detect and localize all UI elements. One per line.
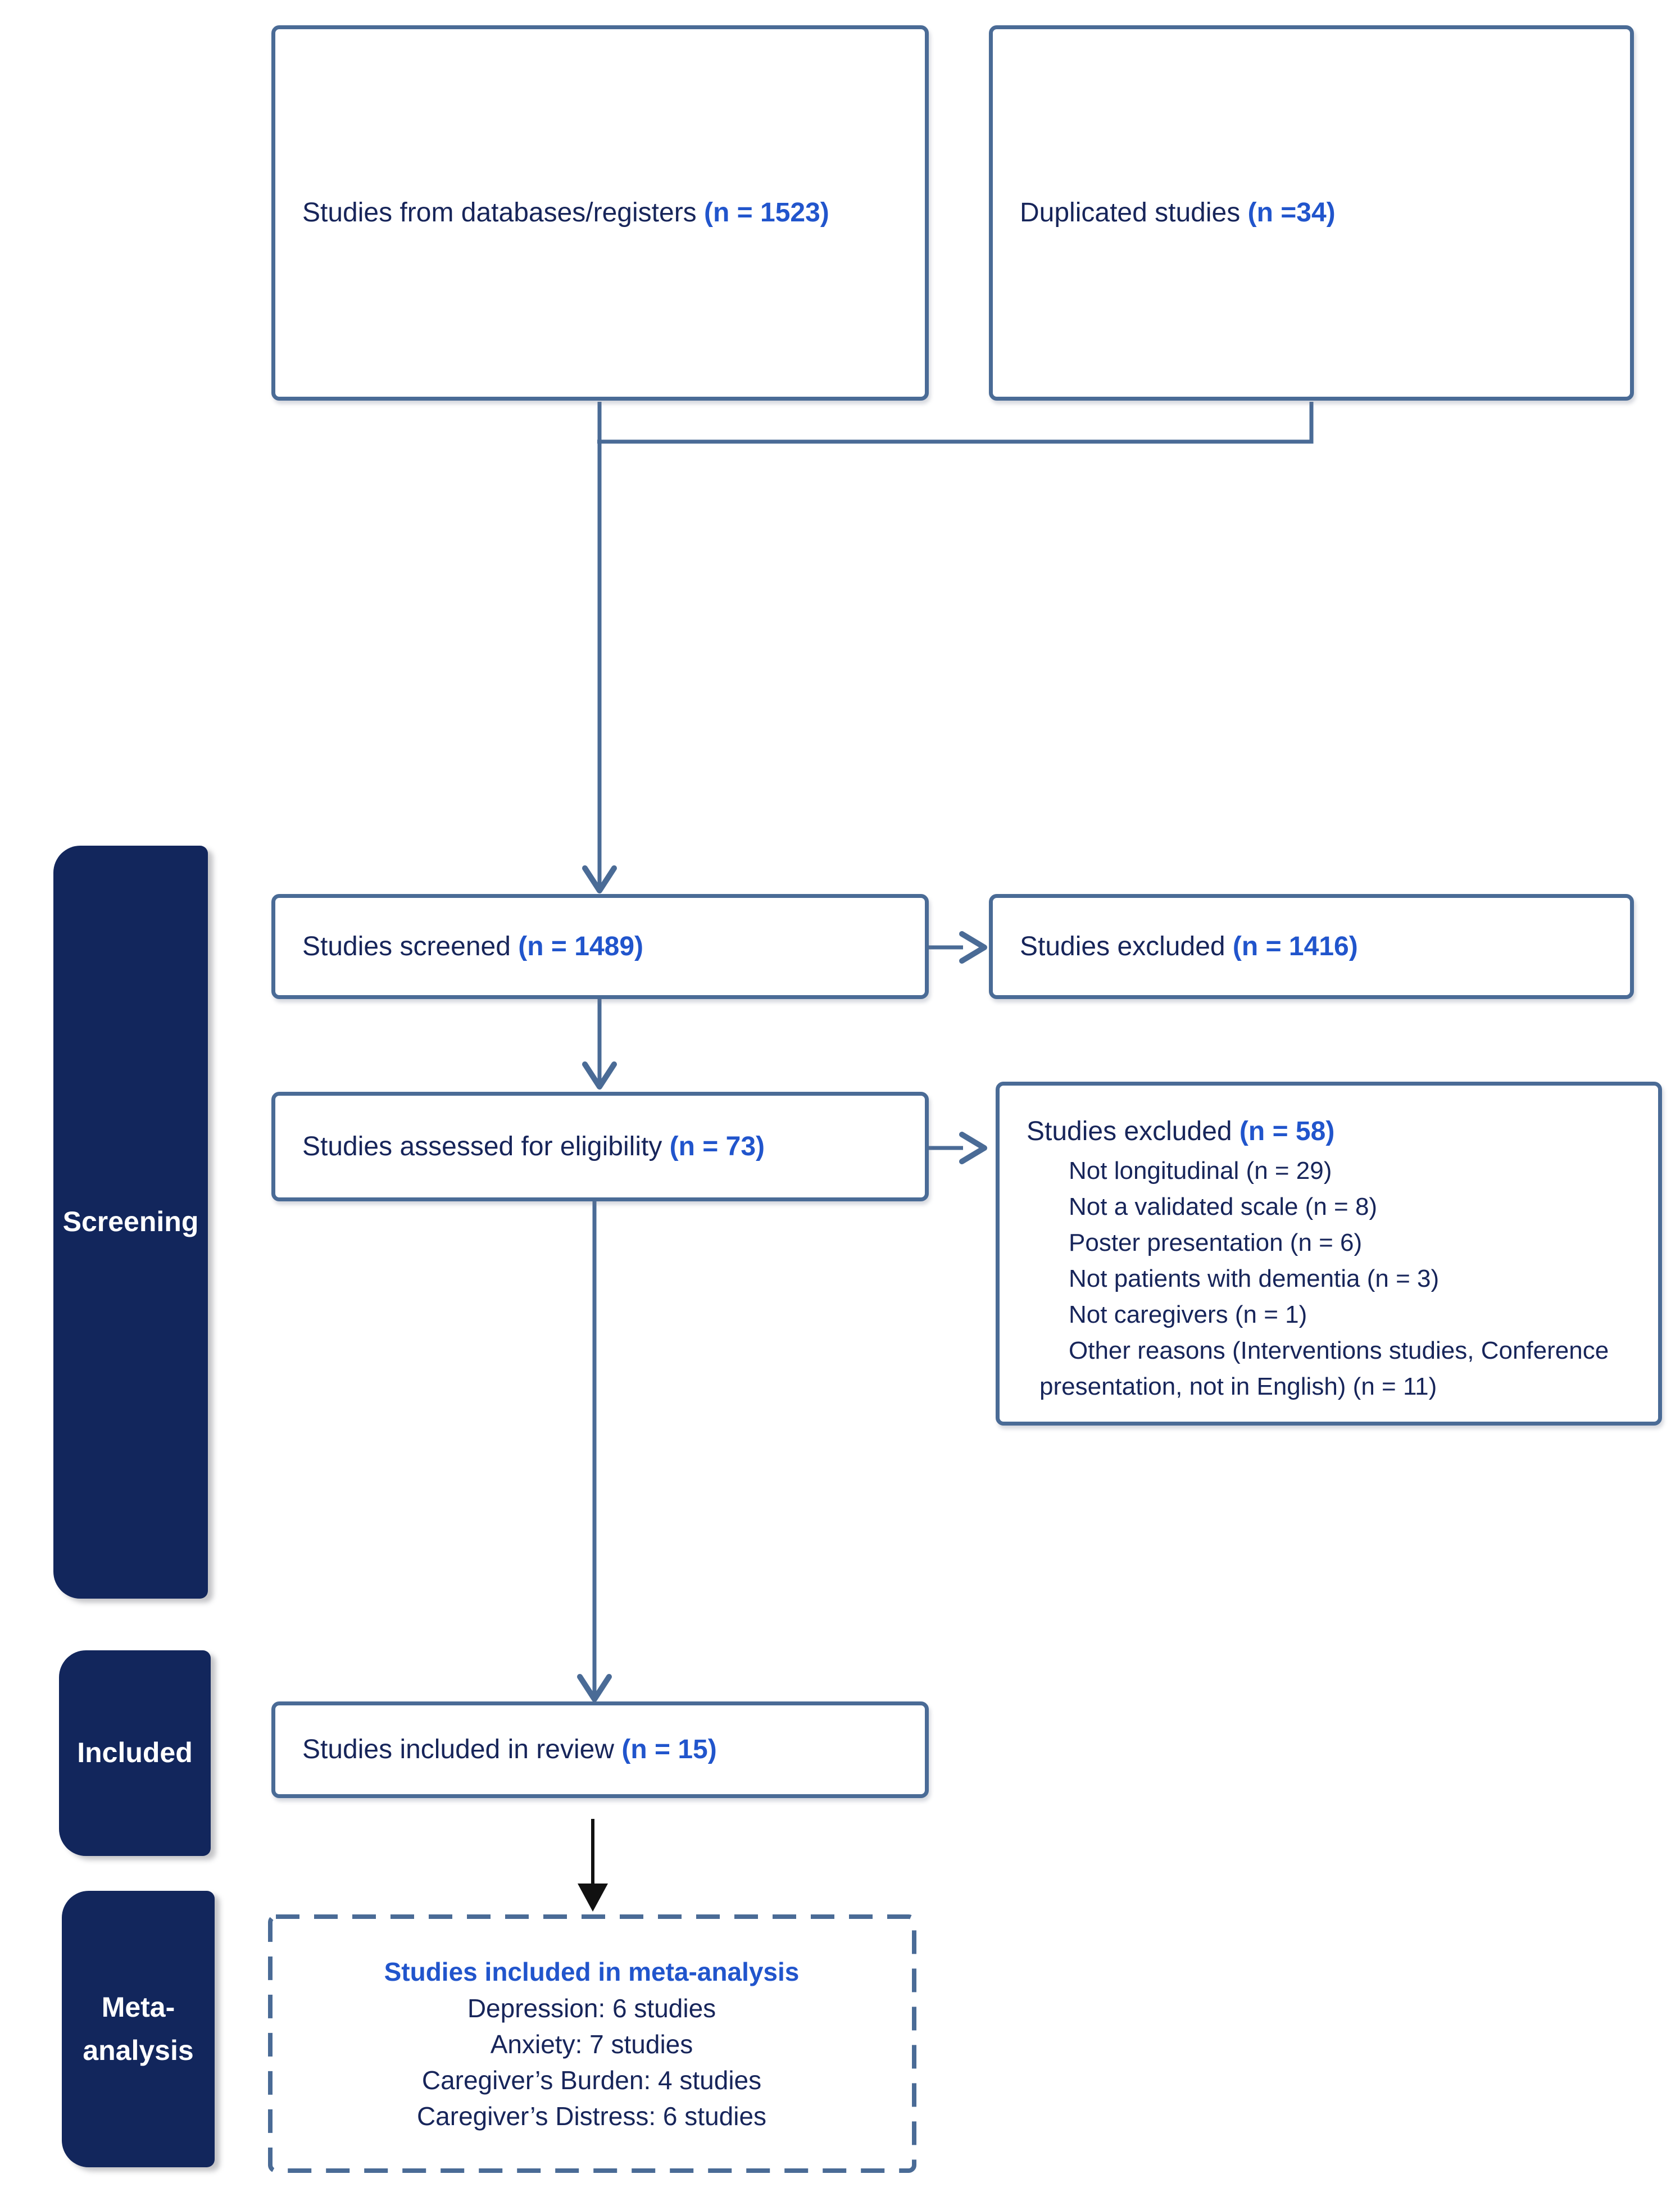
box-review-label: Studies included in review (302, 1735, 614, 1764)
box-studies-included-meta-analysis: Studies included in meta-analysis Depres… (269, 1915, 915, 2172)
box-excluded-eligibility-count: (n = 58) (1239, 1117, 1335, 1146)
box-duplicated-studies: Duplicated studies (n =34) (989, 25, 1634, 401)
exclusion-reason: Other reasons (Interventions studies, Co… (1069, 1337, 1609, 1364)
box-assessed-count: (n = 73) (669, 1131, 765, 1161)
arrowhead-into-review (577, 1674, 612, 1702)
arrowhead-into-excluded-eligibility (959, 1132, 987, 1164)
meta-analysis-line-anxiety: Anxiety: 7 studies (490, 2030, 693, 2059)
box-databases-label: Studies from databases/registers (302, 198, 697, 228)
meta-analysis-title: Studies included in meta-analysis (384, 1957, 800, 1986)
box-screened-count: (n = 1489) (518, 931, 644, 961)
box-studies-excluded-eligibility: Studies excluded (n = 58) Not longitudin… (996, 1082, 1662, 1426)
box-screened-label: Studies screened (302, 931, 511, 961)
box-excluded-eligibility-label: Studies excluded (1027, 1117, 1232, 1146)
exclusion-reason-continued: presentation, not in English) (n = 11) (1039, 1373, 1437, 1400)
arrowhead-black-into-meta (578, 1884, 608, 1912)
box-review-count: (n = 15) (621, 1735, 717, 1764)
box-excluded-screening-count: (n = 1416) (1232, 931, 1358, 961)
exclusion-reason: Not caregivers (n = 1) (1069, 1301, 1307, 1328)
stage-band-meta-analysis: Meta-analysis (62, 1891, 215, 2167)
exclusion-reason: Not a validated scale (n = 8) (1069, 1193, 1378, 1220)
stage-band-screening: Screening (53, 846, 208, 1599)
box-studies-screened: Studies screened (n = 1489) (271, 894, 929, 999)
stage-label-meta-analysis: Meta-analysis (83, 1991, 194, 2067)
stage-label-included: Included (77, 1737, 193, 1769)
exclusion-reason: Not patients with dementia (n = 3) (1069, 1265, 1440, 1292)
meta-analysis-line-burden: Caregiver’s Burden: 4 studies (421, 2066, 762, 2095)
box-duplicates-label: Duplicated studies (1020, 198, 1241, 228)
box-studies-from-databases: Studies from databases/registers (n = 15… (271, 25, 929, 401)
box-studies-excluded-screening: Studies excluded (n = 1416) (989, 894, 1634, 999)
box-studies-included-review: Studies included in review (n = 15) (271, 1701, 929, 1798)
meta-analysis-line-distress: Caregiver’s Distress: 6 studies (416, 2102, 767, 2131)
box-excluded-screening-label: Studies excluded (1020, 931, 1225, 961)
arrowhead-into-excluded-screening (959, 931, 987, 964)
box-duplicates-count: (n =34) (1247, 198, 1336, 228)
exclusion-reason: Poster presentation (n = 6) (1069, 1229, 1363, 1256)
box-databases-count: (n = 1523) (704, 198, 829, 228)
exclusion-reason: Not longitudinal (n = 29) (1069, 1157, 1332, 1185)
arrowhead-into-screened (582, 865, 617, 893)
box-studies-assessed-eligibility: Studies assessed for eligibility (n = 73… (271, 1092, 929, 1201)
connector-review-to-meta (578, 1819, 608, 1912)
stage-band-included: Included (59, 1650, 211, 1856)
box-assessed-label: Studies assessed for eligibility (302, 1131, 662, 1161)
stage-label-screening: Screening (62, 1206, 199, 1238)
meta-analysis-line-depression: Depression: 6 studies (467, 1994, 716, 2023)
meta-analysis-dashed-border (268, 1914, 916, 2173)
connector-duplicates-merge (597, 402, 1314, 444)
arrowhead-into-assessed (582, 1061, 617, 1090)
